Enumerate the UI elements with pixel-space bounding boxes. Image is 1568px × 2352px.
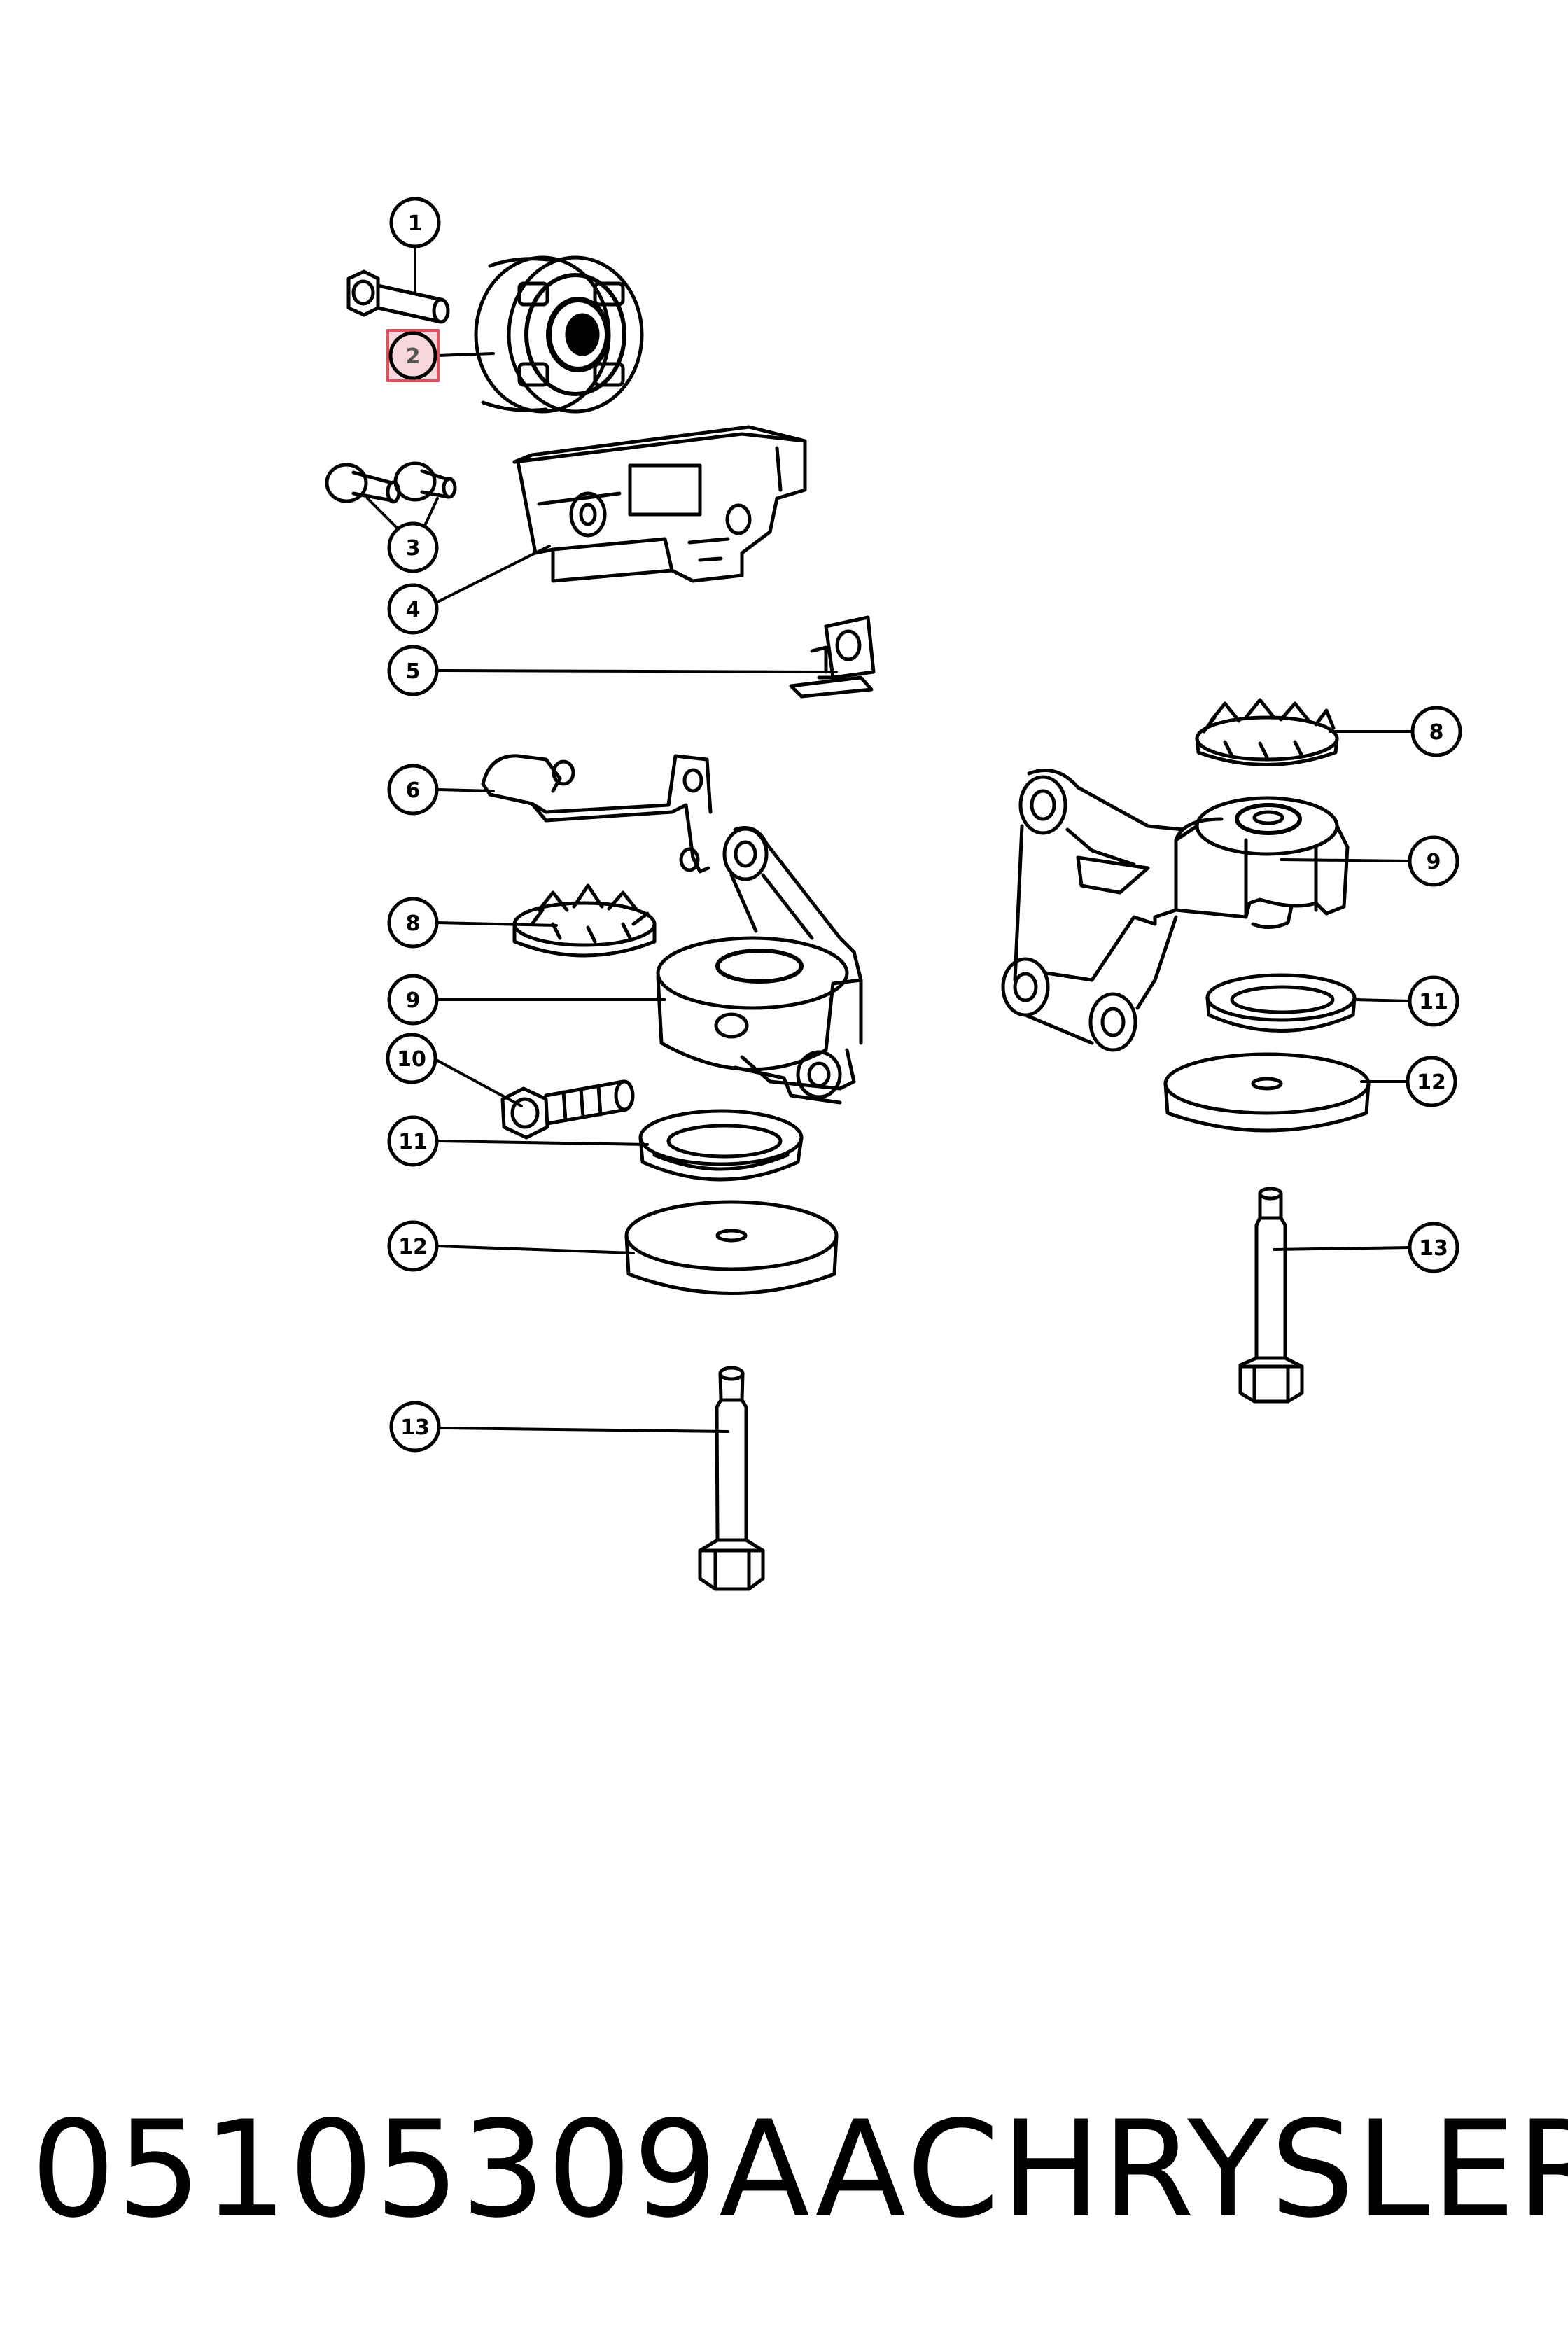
- svg-text:12: 12: [1417, 1070, 1446, 1095]
- callout-8-left: 8: [387, 897, 439, 948]
- callout-13-left: 13: [389, 1401, 441, 1452]
- svg-text:8: 8: [1429, 720, 1444, 745]
- bolt-part-13-right: [1238, 1186, 1304, 1404]
- callout-13-right: 13: [1408, 1222, 1460, 1273]
- svg-text:8: 8: [406, 911, 421, 936]
- callout-11-right: 11: [1408, 975, 1460, 1027]
- svg-text:9: 9: [406, 988, 421, 1013]
- callout-12-right: 12: [1406, 1056, 1457, 1107]
- svg-text:11: 11: [1419, 990, 1448, 1014]
- callout-10: 10: [386, 1032, 438, 1084]
- bolts-part-3: [325, 461, 457, 504]
- bushing-part-2: [474, 255, 644, 414]
- svg-text:6: 6: [406, 778, 421, 803]
- seal-part-11-right: [1205, 973, 1357, 1032]
- bolt-part-10: [500, 1079, 635, 1140]
- callout-9-right: 9: [1408, 835, 1460, 887]
- svg-text:10: 10: [397, 1047, 426, 1072]
- mount-part-9-right: [1001, 769, 1350, 1052]
- bolt-part-13-left: [698, 1366, 765, 1591]
- disc-part-12-right: [1163, 1052, 1371, 1133]
- callout-12-left: 12: [387, 1220, 439, 1272]
- bracket-part-6: [481, 754, 713, 874]
- callout-4: 4: [387, 583, 439, 635]
- svg-text:5: 5: [406, 659, 421, 684]
- callout-9-left: 9: [387, 974, 439, 1026]
- bracket-part-4: [512, 425, 807, 583]
- exploded-parts-diagram: 1 2 3 4 5 6 8 9 10 11 12 13: [325, 197, 1462, 1591]
- bolt-part-1: [346, 270, 450, 324]
- svg-text:11: 11: [398, 1130, 428, 1154]
- callout-3: 3: [387, 522, 439, 573]
- callout-8-right: 8: [1410, 706, 1462, 757]
- svg-text:12: 12: [398, 1235, 428, 1259]
- callout-2-highlighted[interactable]: 2: [386, 329, 440, 382]
- svg-text:4: 4: [406, 598, 421, 622]
- svg-text:13: 13: [1419, 1236, 1448, 1261]
- part-number: 05105309AA: [31, 2092, 908, 2247]
- callout-6: 6: [387, 764, 439, 816]
- callout-5: 5: [387, 645, 439, 696]
- svg-text:13: 13: [400, 1415, 430, 1440]
- disc-part-12-left: [624, 1200, 839, 1295]
- seal-part-11-left: [638, 1109, 804, 1182]
- brand-name: CHRYSLER: [906, 2092, 1568, 2247]
- svg-text:2: 2: [406, 344, 421, 369]
- callout-1: 1: [389, 197, 441, 248]
- clip-part-5: [789, 615, 876, 699]
- snubber-part-8-left: [512, 883, 657, 958]
- svg-text:9: 9: [1427, 850, 1441, 874]
- mount-part-9-left: [656, 826, 863, 1105]
- svg-text:1: 1: [408, 211, 423, 236]
- part-caption: 05105309AA CHRYSLER: [0, 2065, 1568, 2275]
- snubber-part-8-right: [1195, 698, 1339, 766]
- callout-11-left: 11: [387, 1115, 439, 1167]
- leader-lines: [366, 245, 1415, 1433]
- svg-text:3: 3: [406, 536, 421, 561]
